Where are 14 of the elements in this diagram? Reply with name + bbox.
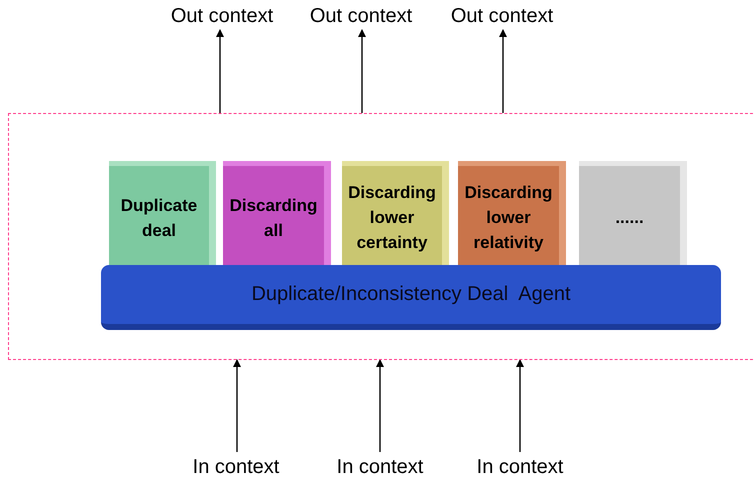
context-label: Out context [160,2,284,30]
context-label: In context [458,452,582,482]
dashed-boundary [8,113,754,360]
arrow [358,29,366,113]
arrow [499,29,507,113]
arrow [233,359,241,452]
agent-bar: Duplicate/Inconsistency Deal Agent [101,265,721,330]
arrow [216,29,224,113]
context-label: In context [318,452,442,482]
context-label: In context [174,452,298,482]
arrow [376,359,384,452]
context-label: Out context [440,2,564,30]
arrow [516,359,524,452]
context-label: Out context [299,2,423,30]
